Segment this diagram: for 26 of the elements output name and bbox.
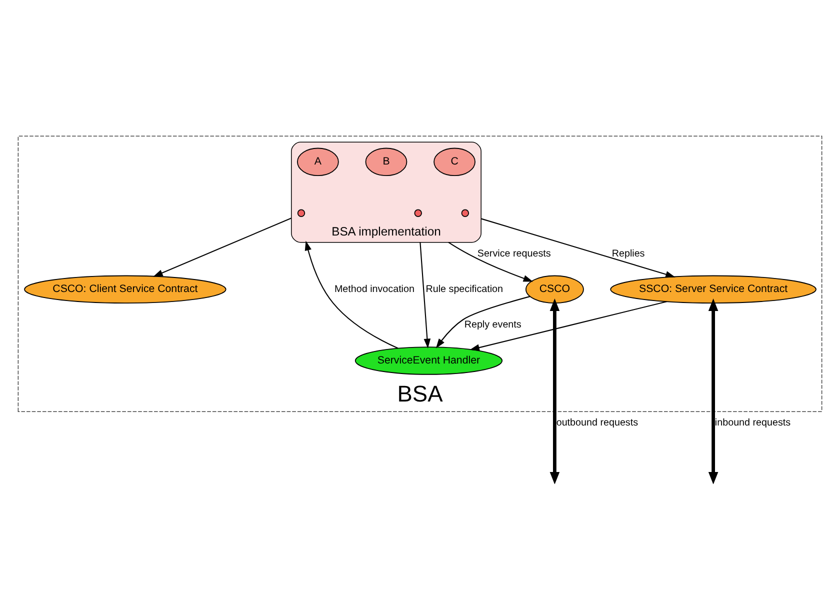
- node-circle: [461, 209, 470, 217]
- arrow: [304, 240, 398, 349]
- node-ellipse: C: [434, 148, 476, 176]
- arrow: [480, 218, 676, 278]
- arrow: [420, 242, 431, 348]
- edge-label: outbound requests: [556, 418, 638, 429]
- node-ellipse: A: [297, 148, 339, 176]
- edge-label: Reply events: [464, 320, 522, 331]
- arrow: [448, 242, 534, 282]
- node-circle: [414, 209, 422, 217]
- node-ellipse: CSCO: Client Service Contract: [24, 275, 226, 304]
- edge-label: inbound requests: [714, 418, 791, 429]
- arrow: [708, 298, 718, 484]
- edge-label: Rule specification: [426, 284, 504, 295]
- arrow: [153, 218, 292, 277]
- arrow: [436, 296, 530, 348]
- node-circle: [297, 209, 306, 217]
- edge-label: Service requests: [477, 248, 551, 260]
- arrow: [550, 298, 560, 484]
- node-ellipse: ServiceEvent Handler: [354, 346, 503, 375]
- node-ellipse: SSCO: Server Service Contract: [610, 275, 816, 304]
- edge-label: Method invocation: [334, 284, 414, 295]
- node-ellipse: B: [365, 148, 408, 176]
- node-ellipse: CSCO: [526, 275, 584, 304]
- arrow: [470, 301, 667, 351]
- edge-label: Replies: [612, 248, 645, 260]
